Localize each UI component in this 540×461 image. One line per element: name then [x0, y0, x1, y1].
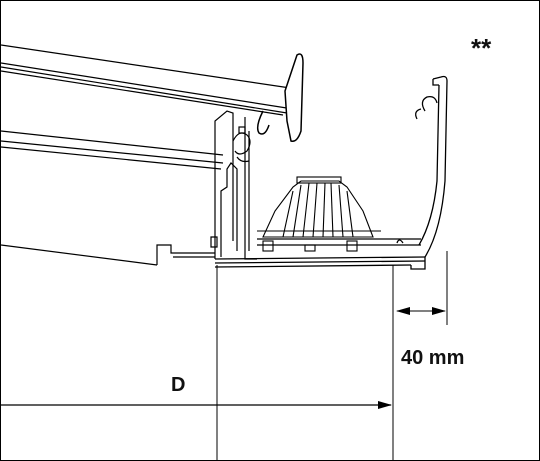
roof-glazing-panels: [1, 44, 298, 266]
gutter-profile: [173, 75, 448, 270]
asterisk-marker: **: [471, 33, 492, 63]
gutter-outlet: [257, 176, 381, 252]
end-cap: [256, 53, 304, 143]
dimension-40mm-label: 40 mm: [401, 347, 464, 369]
frame-profile: [210, 110, 257, 260]
dimension-d-label: D: [171, 374, 185, 396]
reference-lines: [216, 251, 448, 460]
